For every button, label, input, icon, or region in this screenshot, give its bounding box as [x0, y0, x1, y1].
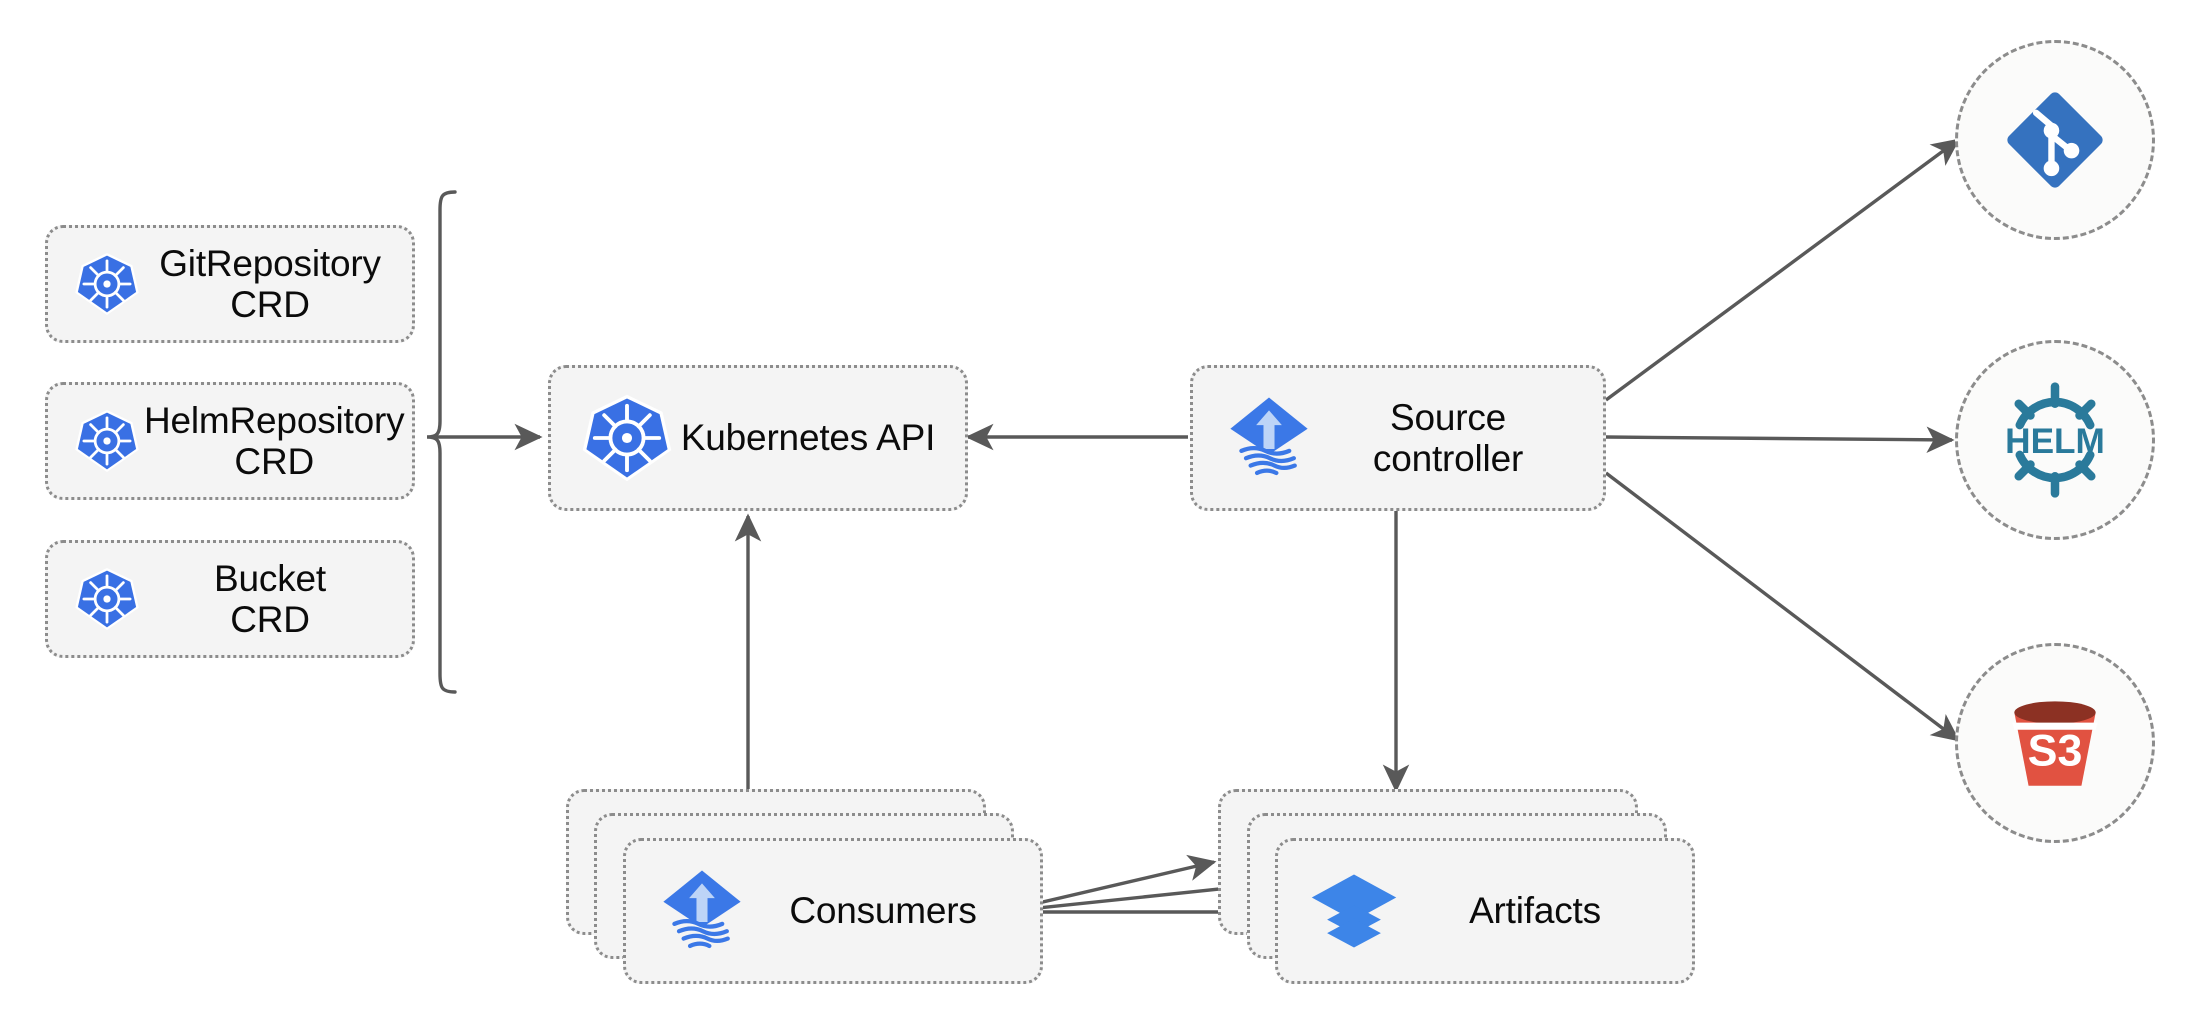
crd-card-gitrepository[interactable]: GitRepository CRD	[45, 225, 415, 343]
crd-card-helmrepository[interactable]: HelmRepository CRD	[45, 382, 415, 500]
flux-icon	[654, 865, 750, 957]
crd-card-label: GitRepository CRD	[159, 242, 381, 325]
node-consumers[interactable]: Consumers	[623, 838, 1043, 984]
node-label: Source controller	[1372, 396, 1524, 479]
flux-icon	[1221, 392, 1317, 484]
kubernetes-icon	[70, 251, 144, 317]
node-label: Artifacts	[1469, 890, 1601, 932]
node-source-controller[interactable]: Source controller	[1190, 365, 1606, 511]
kubernetes-icon	[70, 408, 144, 474]
kubernetes-icon	[579, 392, 675, 484]
external-source-s3[interactable]: S3	[1955, 643, 2155, 843]
helm-icon: HELM	[1991, 376, 2119, 504]
external-source-helm[interactable]: HELM	[1955, 340, 2155, 540]
node-label: Kubernetes API	[680, 417, 936, 459]
crd-card-label: Bucket CRD	[214, 557, 326, 640]
crd-card-label: HelmRepository CRD	[144, 399, 405, 482]
crd-group-brace	[426, 190, 457, 694]
crd-card-bucket[interactable]: Bucket CRD	[45, 540, 415, 658]
node-label: Consumers	[789, 890, 977, 932]
s3-bucket-icon: S3	[1994, 682, 2116, 804]
edge-source-controller-to-git	[1604, 138, 1961, 402]
helm-wordmark: HELM	[2005, 422, 2105, 461]
external-source-git[interactable]	[1955, 40, 2155, 240]
node-kubernetes-api[interactable]: Kubernetes API	[548, 365, 968, 511]
edge-source-controller-to-helm	[1605, 426, 1955, 454]
edge-source-controller-to-s3	[1604, 471, 1961, 742]
layers-icon	[1306, 863, 1402, 959]
kubernetes-icon	[70, 566, 144, 632]
git-icon	[1996, 81, 2114, 199]
node-artifacts[interactable]: Artifacts	[1275, 838, 1695, 984]
s3-wordmark: S3	[2028, 726, 2083, 775]
